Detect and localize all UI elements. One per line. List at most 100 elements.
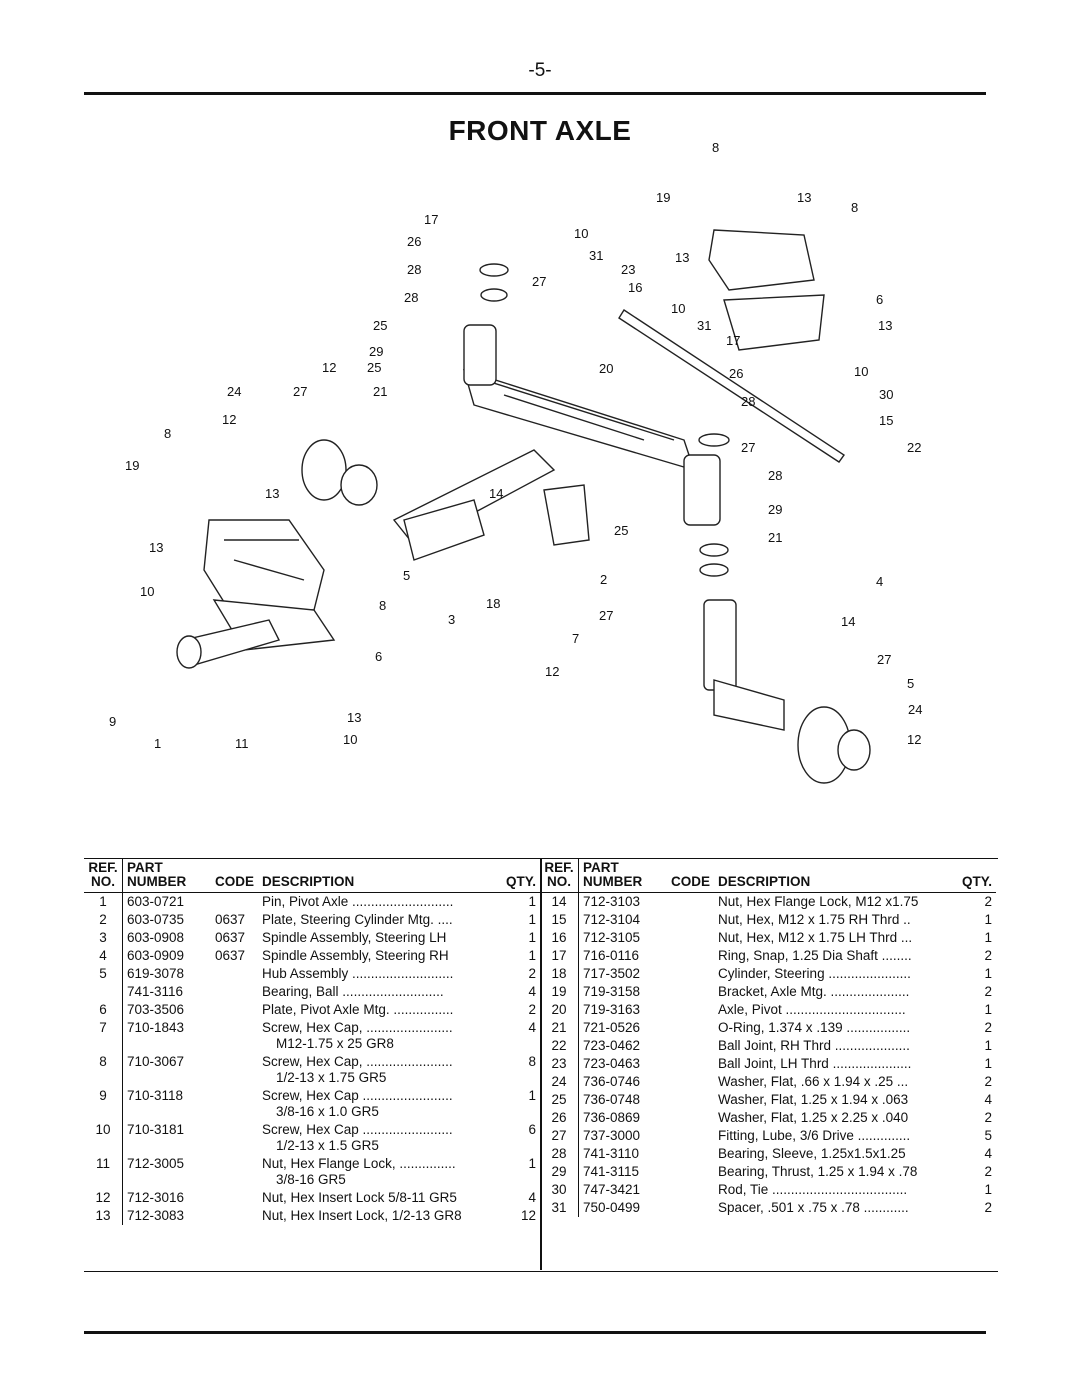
description: Washer, Flat, 1.25 x 2.25 x .040 — [718, 1110, 909, 1125]
ref-number: 21 — [540, 1019, 579, 1037]
callout: 29 — [369, 344, 383, 359]
col-code: CODE — [667, 875, 715, 893]
exploded-parts-diagram: 8 19 13 8 17 10 26 31 23 13 28 27 16 28 … — [109, 140, 922, 784]
description: Spacer, .501 x .75 x .78 ............ — [718, 1200, 909, 1215]
callout: 22 — [907, 440, 921, 455]
ref-number: 7 — [84, 1019, 123, 1053]
callout: 13 — [797, 190, 811, 205]
description: Washer, Flat, 1.25 x 1.94 x .063 — [718, 1092, 909, 1107]
callout: 10 — [671, 301, 685, 316]
code — [667, 1001, 714, 1019]
code — [667, 929, 714, 947]
quantity: 1 — [984, 930, 992, 945]
callout: 7 — [572, 631, 579, 646]
col-part: NUMBER — [578, 875, 667, 893]
quantity: 1 — [528, 912, 536, 927]
description: Hub Assembly ........................... — [262, 966, 454, 981]
steering-cylinder-plate — [543, 484, 590, 546]
description: Nut, Hex, M12 x 1.75 LH Thrd ... — [718, 930, 913, 945]
callout: 21 — [373, 384, 387, 399]
quantity: 1 — [528, 930, 536, 945]
callout: 12 — [222, 412, 236, 427]
right-pivot-plate — [723, 294, 825, 351]
code — [211, 1001, 258, 1019]
left-spindle — [403, 499, 485, 561]
callout: 11 — [235, 736, 249, 751]
quantity: 2 — [984, 948, 992, 963]
callout: 13 — [675, 250, 689, 265]
code — [667, 1037, 714, 1055]
callout: 24 — [908, 702, 922, 717]
description-detail: 1/2-13 x 1.75 GR5 — [276, 1070, 387, 1085]
description: Pin, Pivot Axle ........................… — [262, 894, 454, 909]
callout: 29 — [768, 502, 782, 517]
left-hub — [301, 439, 347, 501]
right-cylinder-sleeve — [683, 454, 721, 526]
callout: 27 — [599, 608, 613, 623]
code — [211, 1053, 258, 1087]
ref-number: 28 — [540, 1145, 579, 1163]
callout: 2 — [600, 572, 607, 587]
ref-number: 13 — [84, 1207, 123, 1225]
quantity: 1 — [984, 1002, 992, 1017]
callout: 10 — [854, 364, 868, 379]
part-number: 603-0908 — [127, 930, 185, 945]
description: Bearing, Thrust, 1.25 x 1.94 x .78 — [718, 1164, 918, 1179]
part-number: 712-3083 — [127, 1208, 185, 1223]
ref-number: 30 — [540, 1181, 579, 1199]
callout: 16 — [628, 280, 642, 295]
part-number: 723-0463 — [583, 1056, 641, 1071]
callout: 13 — [265, 486, 279, 501]
callout: 10 — [343, 732, 357, 747]
code — [667, 1019, 714, 1037]
code — [667, 1127, 714, 1145]
quantity: 2 — [984, 1074, 992, 1089]
col-ref: REF. — [540, 858, 579, 875]
description: Bearing, Sleeve, 1.25x1.5x1.25 — [718, 1146, 906, 1161]
callout: 24 — [227, 384, 241, 399]
description: Ball Joint, RH Thrd .................... — [718, 1038, 910, 1053]
quantity: 4 — [528, 984, 536, 999]
callout: 5 — [403, 568, 410, 583]
callout: 19 — [656, 190, 670, 205]
quantity: 2 — [984, 1020, 992, 1035]
part-number: 710-3067 — [127, 1054, 185, 1069]
col-part: PART — [127, 860, 163, 875]
part-number: 712-3016 — [127, 1190, 185, 1205]
top-rule — [84, 92, 986, 95]
ref-number: 9 — [84, 1087, 123, 1121]
ref-number: 10 — [84, 1121, 123, 1155]
col-qty: QTY. — [957, 875, 996, 893]
code — [667, 911, 714, 929]
callout: 26 — [729, 366, 743, 381]
col-ref: NO. — [84, 875, 123, 893]
tie-rod — [618, 309, 845, 463]
col-description: DESCRIPTION — [258, 875, 502, 893]
code — [211, 1087, 258, 1121]
part-number: 619-3078 — [127, 966, 185, 981]
ref-number: 22 — [540, 1037, 579, 1055]
ref-number: 18 — [540, 965, 579, 983]
part-number: 741-3116 — [127, 984, 184, 999]
ref-number: 19 — [540, 983, 579, 1001]
description: Plate, Steering Cylinder Mtg. .... — [262, 912, 453, 927]
description: Nut, Hex Insert Lock, 1/2-13 GR8 — [262, 1208, 462, 1223]
code — [211, 1121, 258, 1155]
callout: 27 — [293, 384, 307, 399]
callout: 23 — [621, 262, 635, 277]
callout: 14 — [489, 486, 503, 501]
callout: 12 — [907, 732, 921, 747]
part-number: 712-3105 — [583, 930, 641, 945]
ref-number: 2 — [84, 911, 123, 929]
description: Screw, Hex Cap, .......................M… — [258, 1019, 502, 1053]
